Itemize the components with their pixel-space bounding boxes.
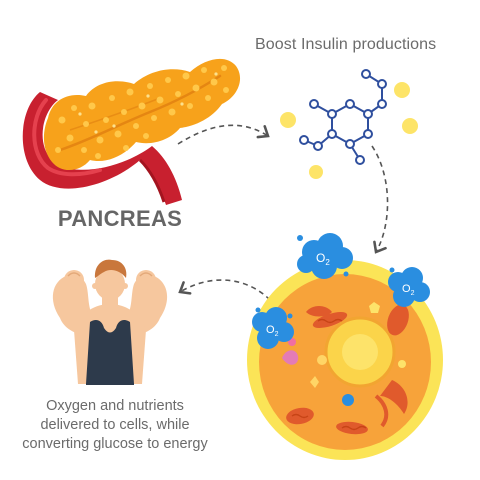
insulin-molecule-icon	[280, 69, 418, 179]
boost-insulin-label: Boost Insulin productions	[255, 36, 437, 53]
oxygen-molecule-icon	[252, 307, 294, 349]
oxygen-line-2: delivered to cells, while	[40, 417, 190, 433]
human-cell-illustration	[247, 260, 443, 460]
flow-arrow-icon	[371, 145, 389, 254]
oxygen-molecule-icon	[297, 233, 353, 279]
oxygen-line-1: Oxygen and nutrients	[46, 398, 184, 414]
pancreas-illustration	[22, 58, 241, 205]
pancreas-label: PANCREAS	[57, 206, 183, 231]
oxygen-molecule-icon	[388, 267, 430, 307]
o2-label: O2	[266, 324, 279, 338]
flow-arrow-icon	[177, 124, 270, 145]
flow-arrow-icon	[178, 279, 271, 301]
oxygen-line-3: converting glucose to energy	[22, 436, 208, 452]
oxygen-nutrients-label: Oxygen and nutrients delivered to cells,…	[20, 397, 210, 454]
o2-label: O2	[316, 251, 330, 267]
strong-man-illustration	[52, 259, 168, 385]
o2-label: O2	[402, 283, 415, 297]
